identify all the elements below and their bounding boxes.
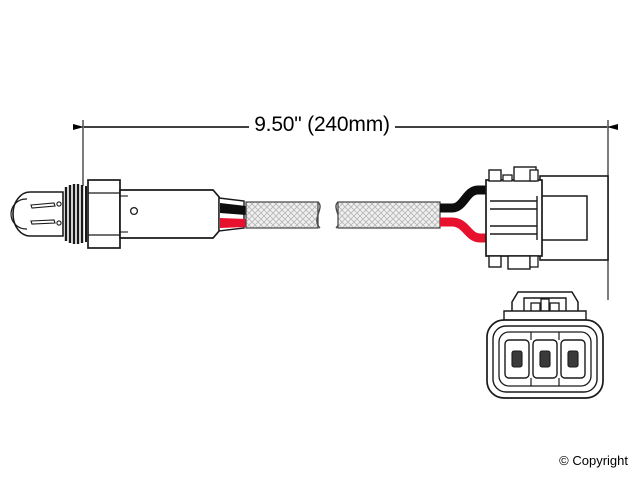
- sensor-body: [119, 189, 220, 239]
- braided-cable-right: [337, 201, 441, 229]
- threaded-section: [64, 184, 87, 244]
- connector-wires: [440, 185, 488, 243]
- connector-bottom-tab-3: [529, 255, 539, 268]
- copyright-notice: © Copyright: [559, 453, 628, 468]
- braid-sheath-left: [245, 201, 319, 229]
- probe-tip-inner-curve: [10, 198, 27, 230]
- braid-sheath-right: [337, 201, 441, 229]
- red-wire-left-segment: [220, 218, 246, 228]
- sensor-body-taper: [212, 189, 220, 239]
- black-wire-left-segment: [220, 203, 246, 215]
- face-pin-3: [567, 350, 579, 368]
- hex-nut-body: [87, 179, 121, 249]
- wire-boot-left: [218, 197, 246, 232]
- probe-slot-upper: [30, 202, 56, 209]
- connector-front-housing: [485, 179, 543, 257]
- probe-hole-lower: [56, 220, 62, 226]
- connector-bottom-tab-2: [507, 255, 531, 270]
- sensor-body-vent-hole: [129, 206, 139, 216]
- black-wire-to-connector: [440, 185, 488, 213]
- connector-top-tab-3: [529, 169, 539, 182]
- connector-face-view: [486, 291, 604, 399]
- cable-break-symbol: [316, 201, 340, 229]
- dimension-label: 9.50" (240mm): [249, 112, 395, 138]
- connector-top-tab-2: [502, 174, 513, 182]
- probe-tip: [10, 191, 64, 237]
- face-pin-1: [511, 350, 523, 368]
- probe-tip-shell: [12, 191, 64, 237]
- connector-bottom-tab-1: [488, 255, 502, 268]
- probe-slot-lower: [30, 219, 56, 225]
- connector-housing: [485, 166, 609, 270]
- face-pin-2: [539, 350, 551, 368]
- connector-top-tab-1: [488, 169, 502, 182]
- probe-hole-upper: [56, 201, 62, 207]
- break-curve-left: [316, 201, 321, 229]
- braided-cable-left: [245, 201, 319, 229]
- red-wire-to-connector: [440, 217, 488, 243]
- hex-nut: [87, 179, 121, 249]
- connector-rear-panel: [539, 195, 588, 241]
